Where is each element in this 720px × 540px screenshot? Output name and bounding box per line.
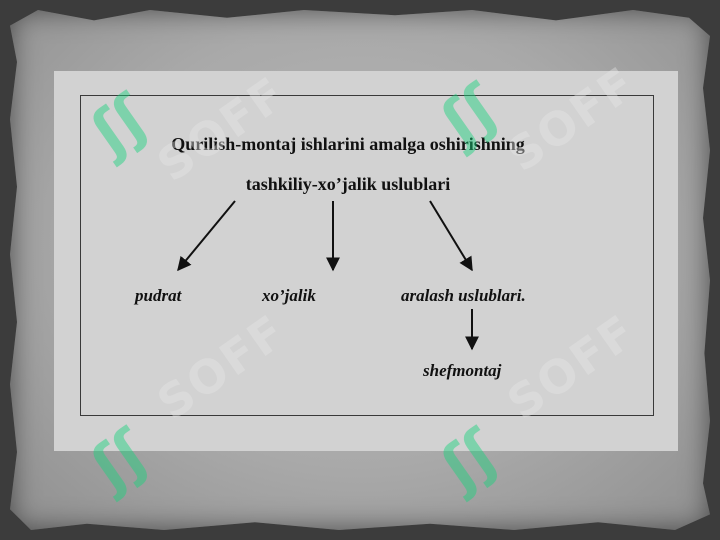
branch-aralash-uslublari: aralash uslublari. xyxy=(401,286,526,305)
diagram-frame xyxy=(80,95,654,416)
sub-branch-shefmontaj: shefmontaj xyxy=(423,361,502,380)
diagram-title-line1: Qurilish-montaj ishlarini amalga oshiris… xyxy=(171,134,525,154)
arrow-to-aralash xyxy=(429,200,473,272)
arrow-to-pudrat xyxy=(177,200,236,272)
branch-xojalik: xo’jalik xyxy=(262,286,316,305)
slide-area xyxy=(54,71,678,451)
branch-pudrat: pudrat xyxy=(135,286,182,305)
diagram-title-line2: tashkiliy-xo’jalik uslublari xyxy=(245,174,451,194)
